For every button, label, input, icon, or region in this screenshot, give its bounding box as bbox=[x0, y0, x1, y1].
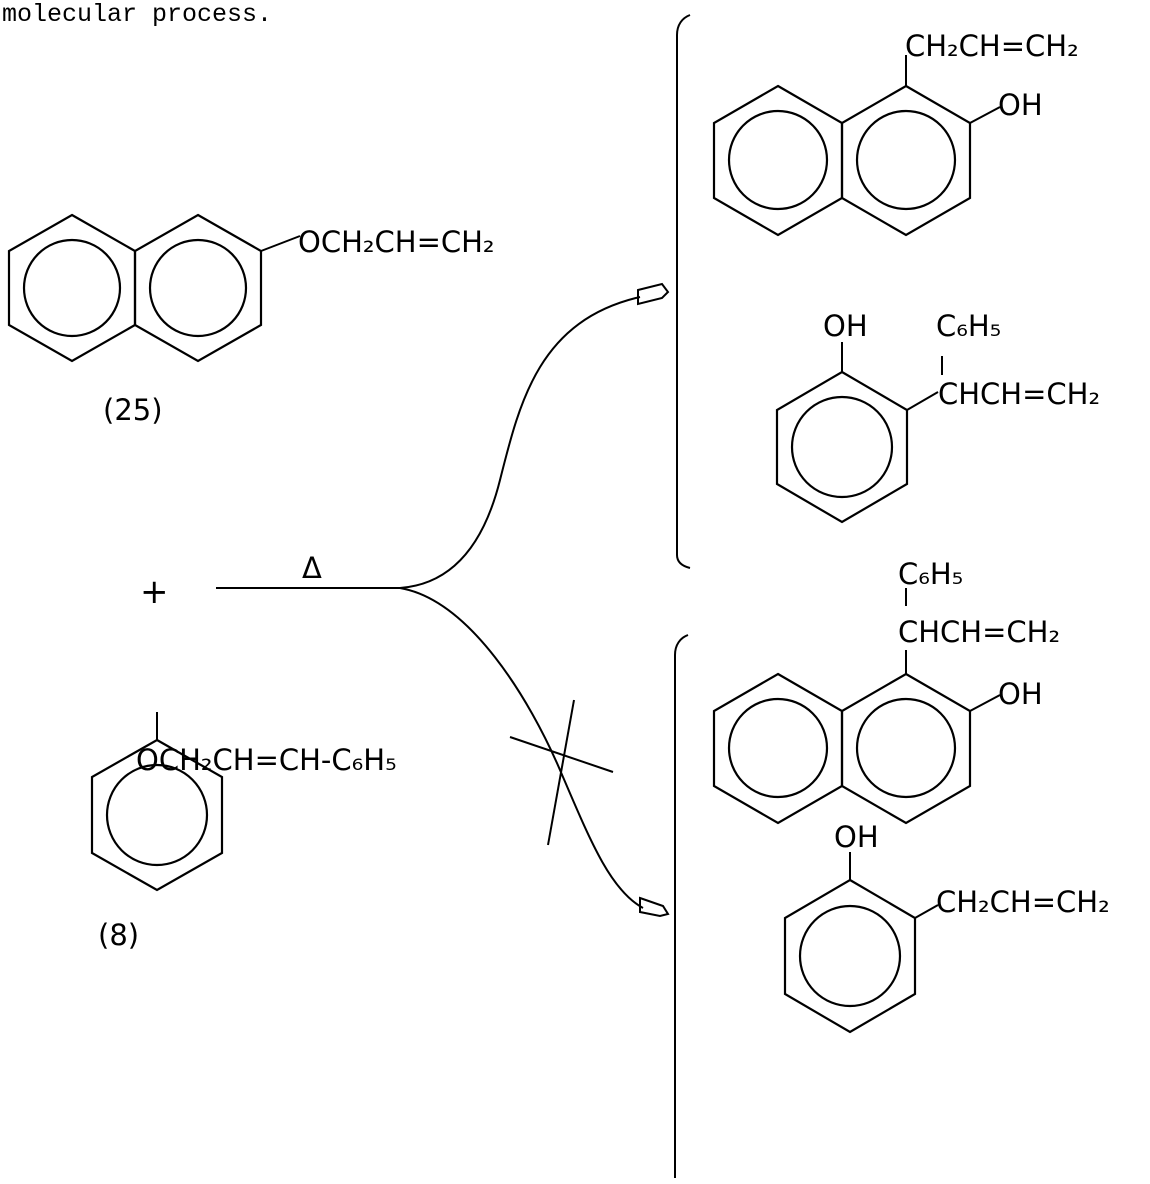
lower-product-bracket bbox=[674, 634, 689, 1178]
phenylallyl-phenol-hydroxyl: OH bbox=[823, 309, 868, 343]
phenylallyl-naphthol-phenyl: C₆H₅ bbox=[898, 557, 963, 591]
phenylallyl-phenol-chain: CHCH=CH₂ bbox=[938, 377, 1100, 411]
heat-condition: Δ bbox=[302, 551, 322, 585]
upper-product-bracket bbox=[676, 14, 691, 569]
naphthyl-ether-substituent: OCH₂CH=CH₂ bbox=[298, 225, 495, 259]
allyl-phenol-structure: OH CH₂CH=CH₂ bbox=[783, 820, 1110, 1034]
plus-sign: + bbox=[140, 572, 169, 612]
phenylallyl-naphthol-chain: CHCH=CH₂ bbox=[898, 615, 1060, 649]
compound-number-25: (25) bbox=[103, 393, 163, 427]
cinnamyl-ether-substituent: OCH₂CH=CH-C₆H₅ bbox=[136, 743, 397, 777]
allyl-naphthol-structure: CH₂CH=CH₂ OH bbox=[712, 29, 1079, 237]
cinnamyl-phenyl-ether-structure: OCH₂CH=CH-C₆H₅ (8) bbox=[90, 712, 397, 952]
naphthyl-allyl-ether-structure: OCH₂CH=CH₂ (25) bbox=[7, 213, 495, 427]
intro-text: molecular process. bbox=[2, 0, 273, 29]
phenylallyl-naphthol-structure: C₆H₅ CHCH=CH₂ OH bbox=[712, 557, 1060, 825]
reaction-arrows: Δ bbox=[216, 282, 670, 918]
phenylallyl-naphthol-hydroxyl: OH bbox=[998, 677, 1043, 711]
allyl-naphthol-hydroxyl: OH bbox=[998, 88, 1043, 122]
phenylallyl-phenol-structure: OH C₆H₅ CHCH=CH₂ bbox=[775, 309, 1100, 524]
phenylallyl-phenol-phenyl: C₆H₅ bbox=[936, 309, 1001, 343]
intro-footnote-mark: 9 bbox=[313, 0, 321, 2]
allyl-phenol-hydroxyl: OH bbox=[834, 820, 879, 854]
allyl-naphthol-top-substituent: CH₂CH=CH₂ bbox=[905, 29, 1079, 63]
compound-number-8: (8) bbox=[98, 918, 139, 952]
allyl-phenol-chain: CH₂CH=CH₂ bbox=[936, 885, 1110, 919]
